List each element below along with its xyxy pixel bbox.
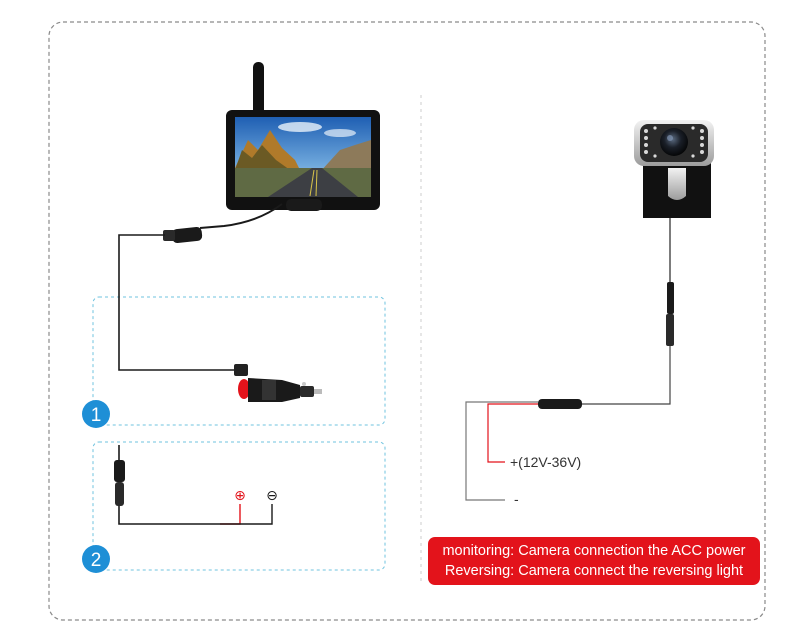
step-badge-2: 2 [82, 545, 110, 573]
hardwire-kit [114, 445, 273, 525]
outer-frame [48, 21, 766, 621]
monitor [226, 62, 380, 211]
positive-terminal-symbol: ⊕ [234, 488, 246, 504]
power-wire-black [118, 234, 240, 371]
camera-lens [660, 128, 688, 156]
monitor-screen [235, 117, 371, 197]
camera-positive-wire [487, 403, 538, 463]
monitor-cable [199, 203, 283, 229]
camera-positive-label: +(12V-36V) [510, 454, 581, 470]
inline-connector [538, 399, 582, 409]
monitor-antenna [253, 62, 264, 122]
section-1-frame [92, 296, 386, 426]
negative-terminal-symbol: ⊖ [266, 488, 278, 504]
section-2-frame [92, 441, 386, 571]
note-line-monitoring: monitoring: Camera connection the ACC po… [442, 543, 746, 559]
note-line-reversing: Reversing: Camera connect the reversing … [444, 563, 744, 579]
step-number-1: 1 [91, 405, 102, 426]
wiring-note: monitoring: Camera connection the ACC po… [428, 537, 760, 585]
step-number-2: 2 [91, 550, 102, 571]
camera-cable [578, 218, 674, 405]
step-badge-1: 1 [82, 400, 110, 428]
cigarette-plug [234, 364, 322, 402]
camera-negative-label: - [514, 491, 519, 507]
camera-negative-wire [465, 401, 538, 501]
backup-camera [634, 120, 714, 218]
monitor-mount [286, 199, 322, 211]
dc-connector [163, 226, 203, 244]
